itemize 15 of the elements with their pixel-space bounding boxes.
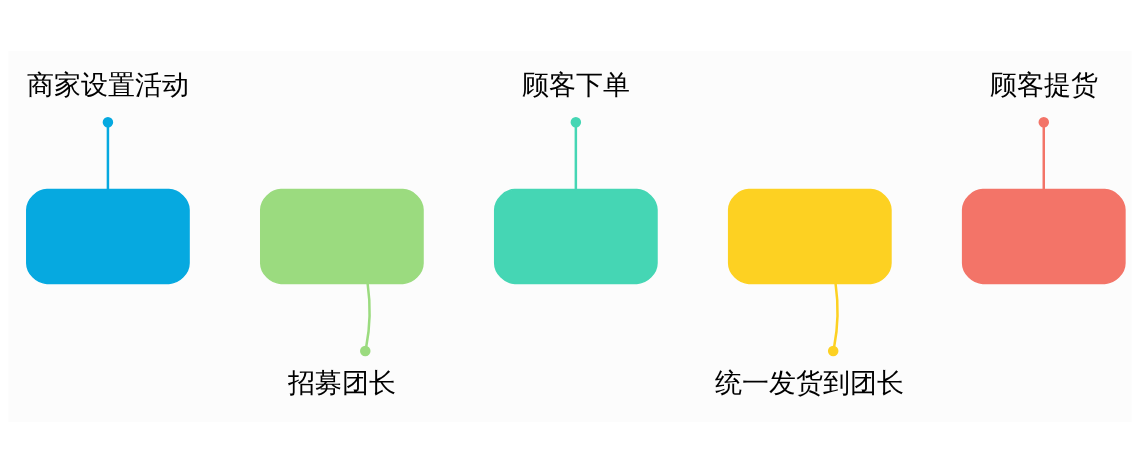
connector xyxy=(570,116,582,190)
node-box xyxy=(961,188,1126,285)
node-box xyxy=(727,188,892,285)
node-text: 统一发货到团长 xyxy=(715,366,905,398)
node-box xyxy=(26,188,190,285)
node-text: 顾客提货 xyxy=(989,69,1098,101)
connector xyxy=(827,283,839,357)
node-box xyxy=(260,188,424,285)
node-text: 商家设置活动 xyxy=(26,69,189,101)
node-box xyxy=(493,188,658,285)
node-text: 顾客下单 xyxy=(521,69,630,101)
connector xyxy=(360,283,371,357)
node-text: 招募团长 xyxy=(287,366,396,398)
connector xyxy=(102,116,114,190)
connector xyxy=(1038,116,1050,190)
